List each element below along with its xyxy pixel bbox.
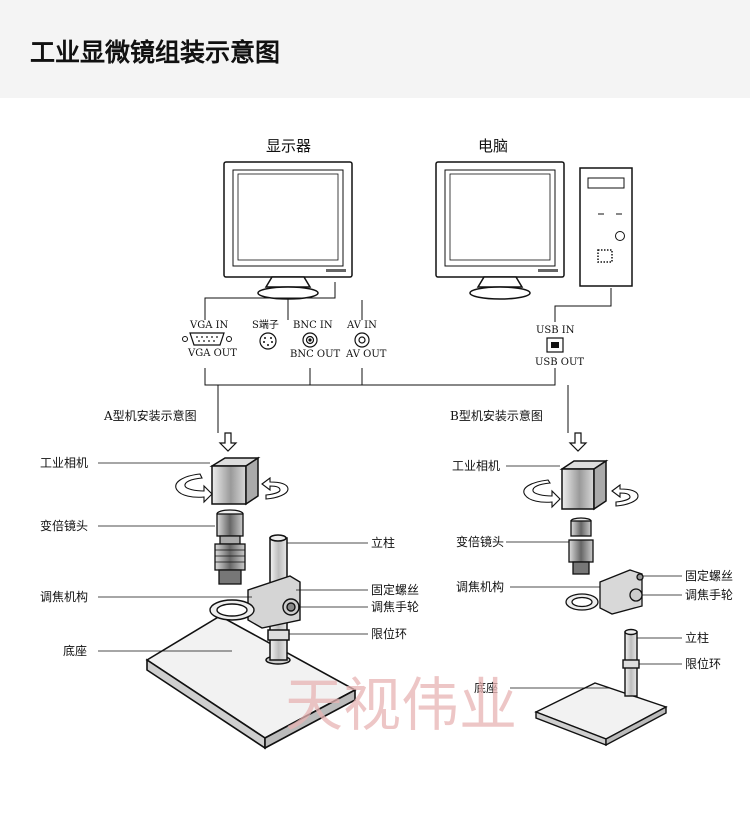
pc-monitor	[435, 161, 565, 300]
model-b-title: B型机安装示意图	[450, 408, 543, 423]
model-a-leaders	[98, 462, 368, 652]
focus-mechanism-b	[565, 569, 644, 615]
av-out-label: AV OUT	[345, 349, 387, 360]
vga-in-label: VGA IN	[189, 320, 229, 331]
av-port-icon	[354, 332, 370, 348]
label-limit-ring-b: 限位环	[685, 656, 721, 671]
model-b-leaders	[506, 465, 682, 689]
monitor-label: 显示器	[266, 137, 311, 155]
monitor	[223, 161, 353, 300]
camera-body-b	[559, 459, 609, 511]
camera-body	[209, 456, 261, 506]
model-a-title: A型机安装示意图	[103, 408, 197, 423]
label-base-b: 底座	[474, 680, 498, 695]
label-fixing-screw-a: 固定螺丝	[371, 582, 419, 597]
av-in-label: AV IN	[346, 320, 377, 331]
down-arrow-icon	[218, 432, 238, 452]
label-camera-b: 工业相机	[452, 459, 500, 473]
vga-out-label: VGA OUT	[187, 348, 237, 359]
zoom-lens	[214, 509, 246, 585]
usb-in-label: USB IN	[536, 325, 575, 336]
s-video-port-icon	[259, 332, 277, 350]
page-title: 工业显微镜组装示意图	[30, 38, 280, 67]
s-terminal-label: S端子	[252, 318, 279, 331]
bnc-out-label: BNC OUT	[290, 349, 341, 360]
usb-port-icon	[546, 337, 564, 353]
label-focus-mechanism-b: 调焦机构	[456, 579, 504, 594]
label-fixing-screw-b: 固定螺丝	[685, 568, 733, 583]
stand-base	[145, 615, 357, 750]
model-a: A型机安装示意图	[40, 408, 419, 750]
rotate-arrow-icon	[523, 479, 561, 509]
label-camera-a: 工业相机	[40, 456, 88, 470]
watermark: 天视伟业	[285, 671, 517, 739]
label-column-b: 立柱	[685, 630, 709, 645]
zoom-lens-b	[568, 517, 594, 575]
port-panel: VGA IN VGA OUT S端子 BNC IN BNC OUT AV IN	[182, 318, 584, 368]
computer-label: 电脑	[478, 137, 508, 155]
rotate-arrow-icon	[175, 473, 213, 504]
label-base-a: 底座	[63, 643, 87, 658]
pc-tower	[579, 167, 633, 287]
vga-port-icon	[182, 332, 232, 346]
label-column-a: 立柱	[371, 535, 395, 550]
rotate-arrow-icon	[261, 476, 289, 500]
model-b: B型机安装示意图	[450, 408, 733, 747]
label-limit-ring-a: 限位环	[371, 626, 407, 641]
label-zoom-lens-a: 变倍镜头	[40, 518, 88, 533]
label-zoom-lens-b: 变倍镜头	[456, 534, 504, 549]
label-focus-knob-a: 调焦手轮	[371, 600, 419, 614]
header-band	[0, 0, 750, 98]
label-focus-knob-b: 调焦手轮	[685, 588, 733, 602]
bnc-in-label: BNC IN	[293, 320, 333, 331]
down-arrow-icon	[568, 432, 588, 452]
rotate-arrow-icon	[611, 483, 639, 507]
stand-column-b	[622, 628, 640, 697]
bnc-port-icon	[302, 332, 318, 348]
usb-out-label: USB OUT	[535, 357, 584, 368]
label-focus-mechanism-a: 调焦机构	[40, 589, 88, 604]
stand-base-b	[534, 682, 668, 747]
focus-mechanism	[209, 575, 301, 629]
cable-lines	[204, 282, 612, 433]
